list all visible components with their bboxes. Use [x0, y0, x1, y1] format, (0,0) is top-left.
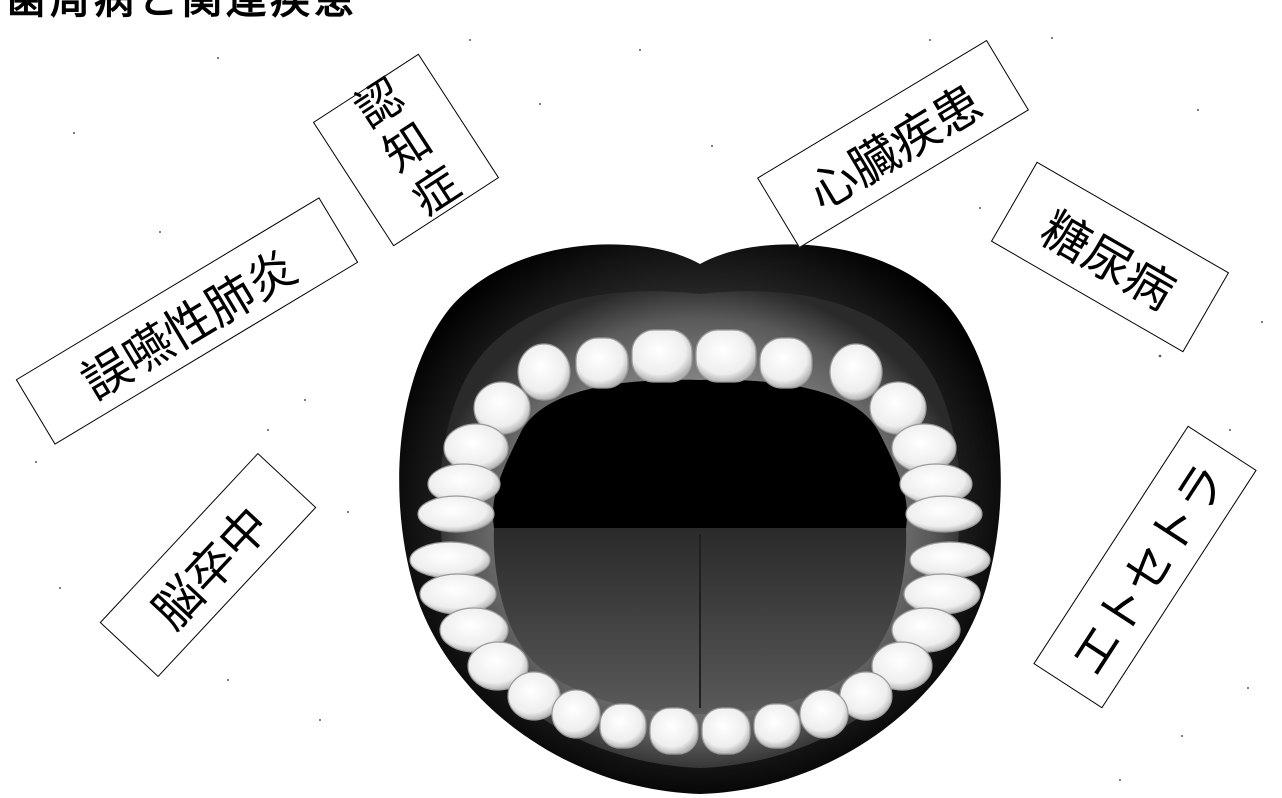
oral-cavity	[493, 379, 907, 528]
label-text: 認知症	[340, 69, 472, 231]
upper-teeth	[417, 329, 983, 533]
open-mouth-illustration	[399, 244, 1001, 795]
page-title-strip: 歯周病と関連疾患	[0, 0, 1282, 22]
label-stroke: 脳卒中	[99, 452, 317, 678]
label-text: 心臓疾患	[798, 74, 993, 222]
label-text: 誤嚥性肺炎	[72, 239, 307, 412]
label-text: エトセトラ	[1060, 453, 1239, 686]
label-text: 糖尿病	[1031, 201, 1184, 322]
label-dementia: 認知症	[312, 53, 500, 247]
label-heart-disease: 心臓疾患	[757, 39, 1029, 249]
lower-teeth	[409, 541, 991, 755]
label-aspiration-pneumonia: 誤嚥性肺炎	[15, 197, 359, 445]
label-diabetes: 糖尿病	[990, 161, 1230, 353]
label-text: 脳卒中	[142, 496, 282, 641]
label-etcetera: エトセトラ	[1033, 425, 1257, 709]
page-title: 歯周病と関連疾患	[6, 0, 358, 22]
